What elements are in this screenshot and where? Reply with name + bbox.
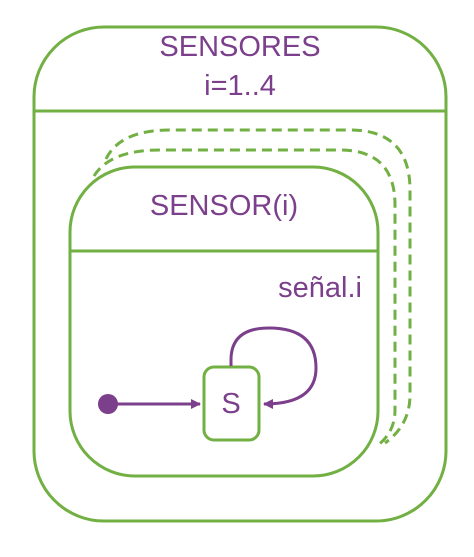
inner-state-title: SENSOR(i) xyxy=(150,190,298,222)
signal-label: señal.i xyxy=(278,272,362,304)
multiplicity-dashed-outline-front xyxy=(92,148,397,447)
outer-state-subtitle: i=1..4 xyxy=(204,70,276,102)
initial-pseudostate-dot xyxy=(98,394,118,414)
outer-state-title: SENSORES xyxy=(159,31,320,63)
multiplicity-dashed-outline-back xyxy=(104,128,412,445)
inner-state-box xyxy=(68,165,380,478)
simple-state-s-label: S xyxy=(221,388,240,420)
outer-state-box xyxy=(32,25,448,523)
self-loop-transition-arrow xyxy=(229,326,318,409)
simple-state-s-box xyxy=(202,365,261,442)
